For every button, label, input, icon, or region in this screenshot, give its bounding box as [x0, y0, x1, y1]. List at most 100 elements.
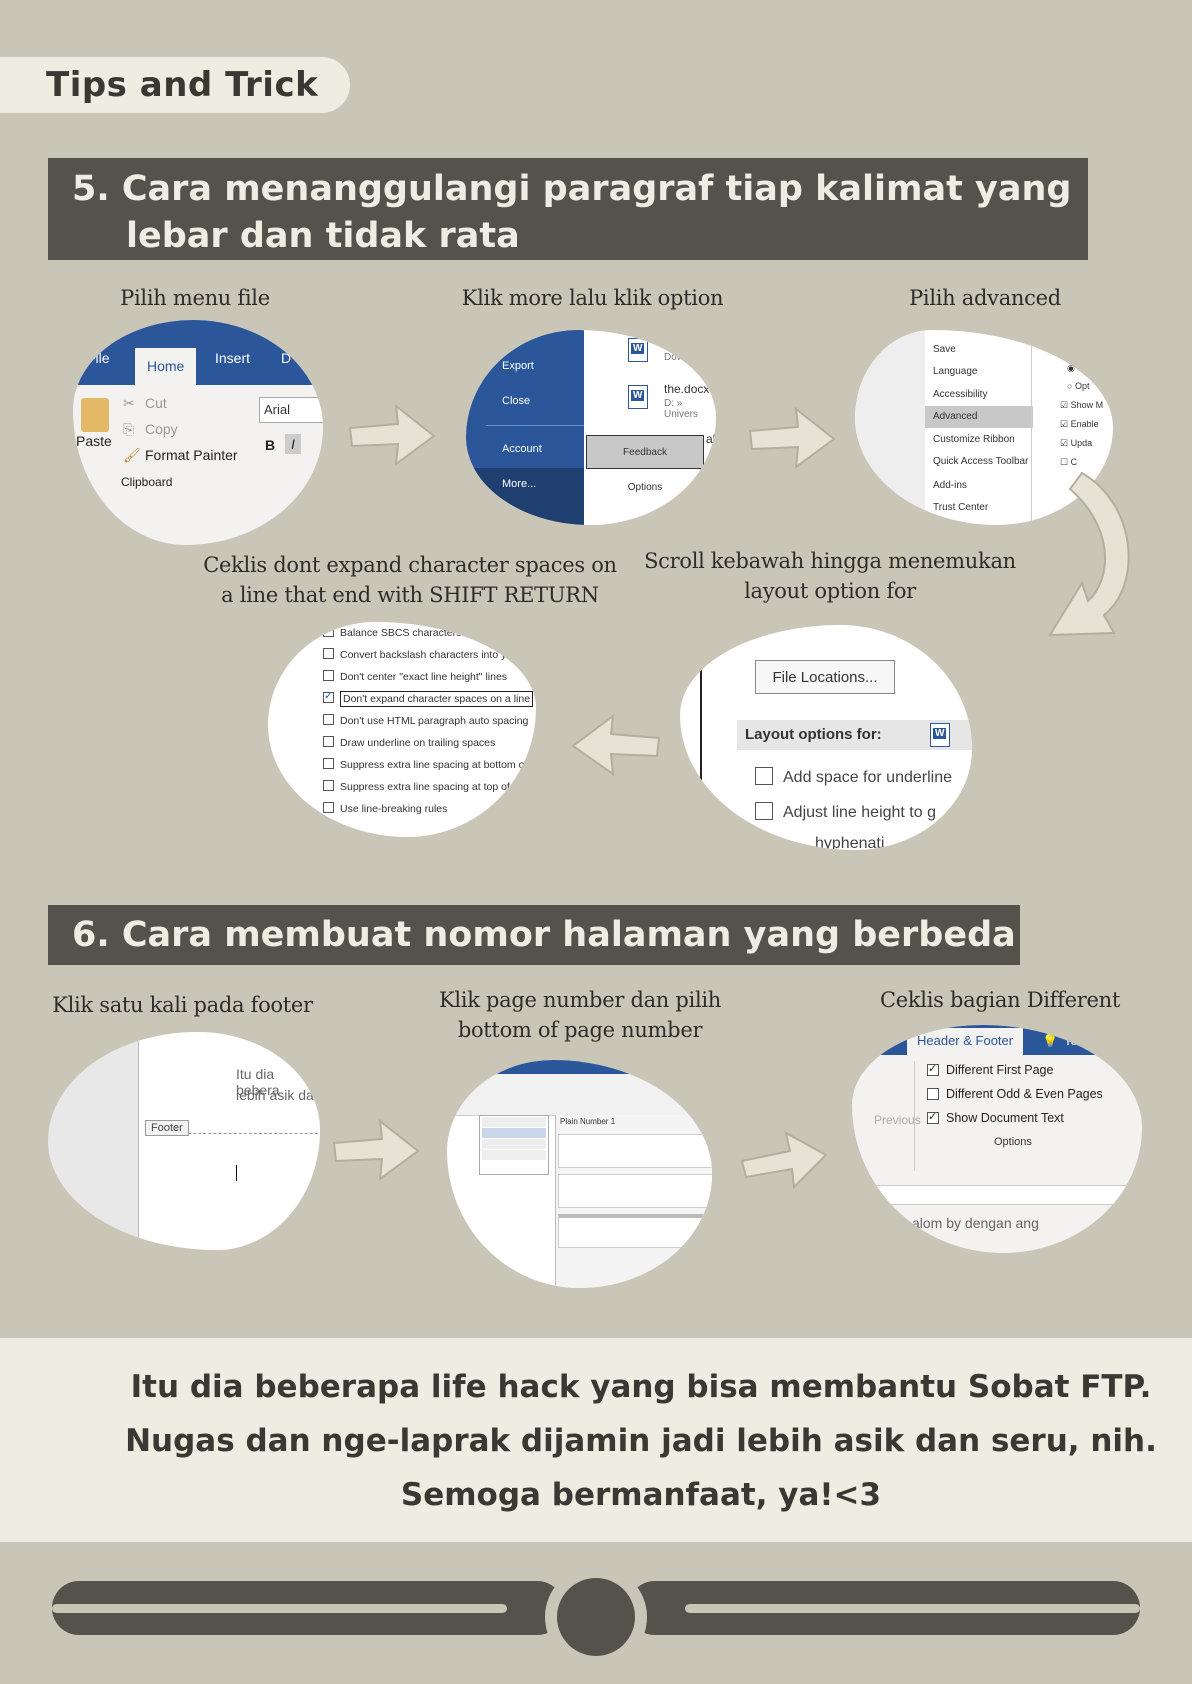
checkbox-option[interactable]: Don't use HTML paragraph auto spacing — [323, 714, 528, 727]
italic-button[interactable]: I — [285, 434, 301, 454]
step-caption: Klik satu kali pada footer — [52, 993, 313, 1017]
page-number-menu[interactable] — [479, 1115, 549, 1175]
checkbox-option[interactable]: Suppress extra line spacing at bottom o — [323, 758, 524, 771]
checkbox-option[interactable]: Adjust line height to g — [755, 802, 936, 822]
checkbox-label: Enable — [1070, 419, 1099, 429]
options-item-add-ins[interactable]: Add-ins — [933, 480, 967, 491]
options-item-save[interactable]: Save — [933, 344, 956, 355]
font-select[interactable]: Arial — [259, 397, 323, 423]
checkbox-label: Use line-breaking rules — [340, 803, 448, 815]
menu-item-bottom-of-page[interactable] — [482, 1128, 546, 1138]
tab-help[interactable]: Help — [866, 1033, 893, 1048]
radio-option[interactable]: ○ Opt — [1067, 381, 1090, 391]
tab-insert[interactable]: Insert — [215, 350, 251, 366]
footer-tag[interactable]: Footer — [145, 1120, 189, 1136]
tab-tell-me[interactable]: Tell me — [1064, 1033, 1106, 1048]
step-caption: Ceklis dont expand character spaces on a… — [190, 550, 630, 610]
menu-item[interactable] — [482, 1139, 546, 1149]
menu-item-close[interactable]: Close — [502, 395, 531, 407]
checkbox-option[interactable]: ☑ Upda — [1060, 438, 1093, 448]
checkbox-checked[interactable] — [323, 689, 334, 703]
tab-header-footer[interactable]: Header & Footer — [907, 1028, 1024, 1056]
options-item-customize-ribbon[interactable]: Customize Ribbon — [933, 434, 1015, 445]
checkbox[interactable] — [323, 736, 334, 747]
menu-item[interactable] — [482, 1117, 546, 1127]
step-caption-line: Ceklis dont expand character spaces on — [203, 553, 617, 577]
brush-icon: 🖌 — [123, 447, 141, 463]
menu-item-export[interactable]: Export — [502, 360, 534, 372]
checkbox-option[interactable]: Convert backslash characters into y — [323, 648, 506, 661]
checkbox[interactable] — [323, 714, 334, 725]
checkbox-option[interactable]: Balance SBCS characters and D — [323, 626, 492, 639]
tab-design[interactable]: D — [281, 350, 292, 366]
checkbox[interactable] — [323, 758, 334, 769]
previous-button[interactable]: Previous — [874, 1113, 921, 1127]
checkbox-option[interactable]: ☑ Show M — [1060, 400, 1104, 410]
checkbox-option[interactable]: Suppress extra line spacing at top of — [323, 780, 510, 793]
screenshot-different-options: Help Header & Footer 💡 Tell me Previous … — [852, 1025, 1142, 1253]
checkbox-checked[interactable] — [927, 1110, 939, 1124]
gallery-option[interactable] — [558, 1134, 712, 1168]
checkbox-checked[interactable] — [927, 1062, 939, 1076]
checkbox[interactable] — [323, 802, 334, 813]
gallery-option[interactable] — [558, 1174, 712, 1208]
scissors-icon: ✂ — [123, 395, 135, 411]
menu-item-account[interactable]: Account — [502, 443, 542, 455]
tab-home[interactable]: Home — [135, 348, 197, 386]
file-locations-button[interactable]: File Locations... — [755, 660, 895, 694]
text-cursor — [236, 1165, 237, 1181]
options-item-advanced[interactable]: Advanced — [933, 411, 978, 422]
checkbox[interactable] — [323, 780, 334, 791]
more-highlight — [466, 468, 584, 525]
checkbox[interactable] — [927, 1088, 939, 1100]
document-text: alom by dengan ang — [912, 1215, 1039, 1231]
checkbox[interactable] — [755, 802, 773, 820]
copy-label[interactable]: Copy — [145, 421, 178, 437]
closing-line: Nugas dan nge-laprak dijamin jadi lebih … — [125, 1423, 1157, 1459]
bold-button[interactable]: B — [265, 437, 276, 453]
options-item-accessibility[interactable]: Accessibility — [933, 389, 988, 400]
checkbox-label: Don't use HTML paragraph auto spacing — [340, 715, 529, 727]
step-caption-line: Klik page number dan pilih — [438, 988, 722, 1012]
checkbox-option[interactable]: ☑ Enable — [1060, 419, 1099, 429]
cut-label[interactable]: Cut — [145, 395, 167, 411]
radio-option[interactable]: ◉ Op — [1067, 363, 1090, 373]
recent-doc-name[interactable]: the.docx — [664, 382, 710, 396]
checkbox-option[interactable]: Different Odd & Even Pages — [927, 1087, 1103, 1101]
arrow-right-icon — [740, 1131, 828, 1190]
checkbox[interactable] — [323, 648, 334, 659]
checkbox-option[interactable]: Show Document Text — [927, 1110, 1064, 1125]
checkbox-option[interactable]: Use line-breaking rules — [323, 802, 447, 815]
checkbox-option[interactable]: Don't center "exact line height" lines — [323, 670, 507, 683]
paste-icon — [81, 398, 109, 432]
menu-item-more[interactable]: More... — [502, 478, 537, 490]
decorative-circle — [557, 1578, 635, 1656]
option-label: When u — [1060, 346, 1092, 356]
recent-doc-name[interactable]: ali — [706, 432, 716, 446]
recent-doc-name[interactable]: 8. — [664, 336, 675, 350]
options-item-language[interactable]: Language — [933, 366, 978, 377]
options-button[interactable]: Options — [586, 470, 704, 504]
radio-label: Opt — [1074, 381, 1090, 391]
checkbox[interactable] — [755, 767, 773, 785]
ruler — [852, 1185, 1142, 1205]
tab-file[interactable]: File — [87, 350, 110, 366]
checkbox-option[interactable]: Different First Page — [927, 1062, 1053, 1077]
screenshot-footer: Itu dia bebera lebih asik da Footer — [48, 1032, 320, 1250]
checkbox[interactable] — [323, 626, 334, 637]
gallery-option[interactable] — [558, 1214, 712, 1248]
format-painter-label[interactable]: Format Painter — [145, 447, 238, 463]
checkbox-label: Show M — [1070, 400, 1104, 410]
checkbox[interactable] — [323, 670, 334, 681]
checkbox-option[interactable]: Draw underline on trailing spaces — [323, 736, 495, 749]
feedback-button[interactable]: Feedback — [586, 435, 704, 469]
checkbox-option[interactable]: ☐ C — [1060, 457, 1078, 467]
options-item-trust-center[interactable]: Trust Center — [933, 502, 989, 513]
menu-item[interactable] — [482, 1150, 546, 1160]
checkbox-option[interactable]: Don't expand character spaces on a line — [323, 689, 534, 707]
checkbox-label: Balance SBCS characters and D — [340, 627, 493, 639]
paste-label[interactable]: Paste — [76, 433, 112, 449]
checkbox-option[interactable]: Add space for underline — [755, 767, 952, 787]
options-item-quick-access[interactable]: Quick Access Toolbar — [933, 456, 1029, 467]
advanced-highlight — [925, 406, 1033, 428]
